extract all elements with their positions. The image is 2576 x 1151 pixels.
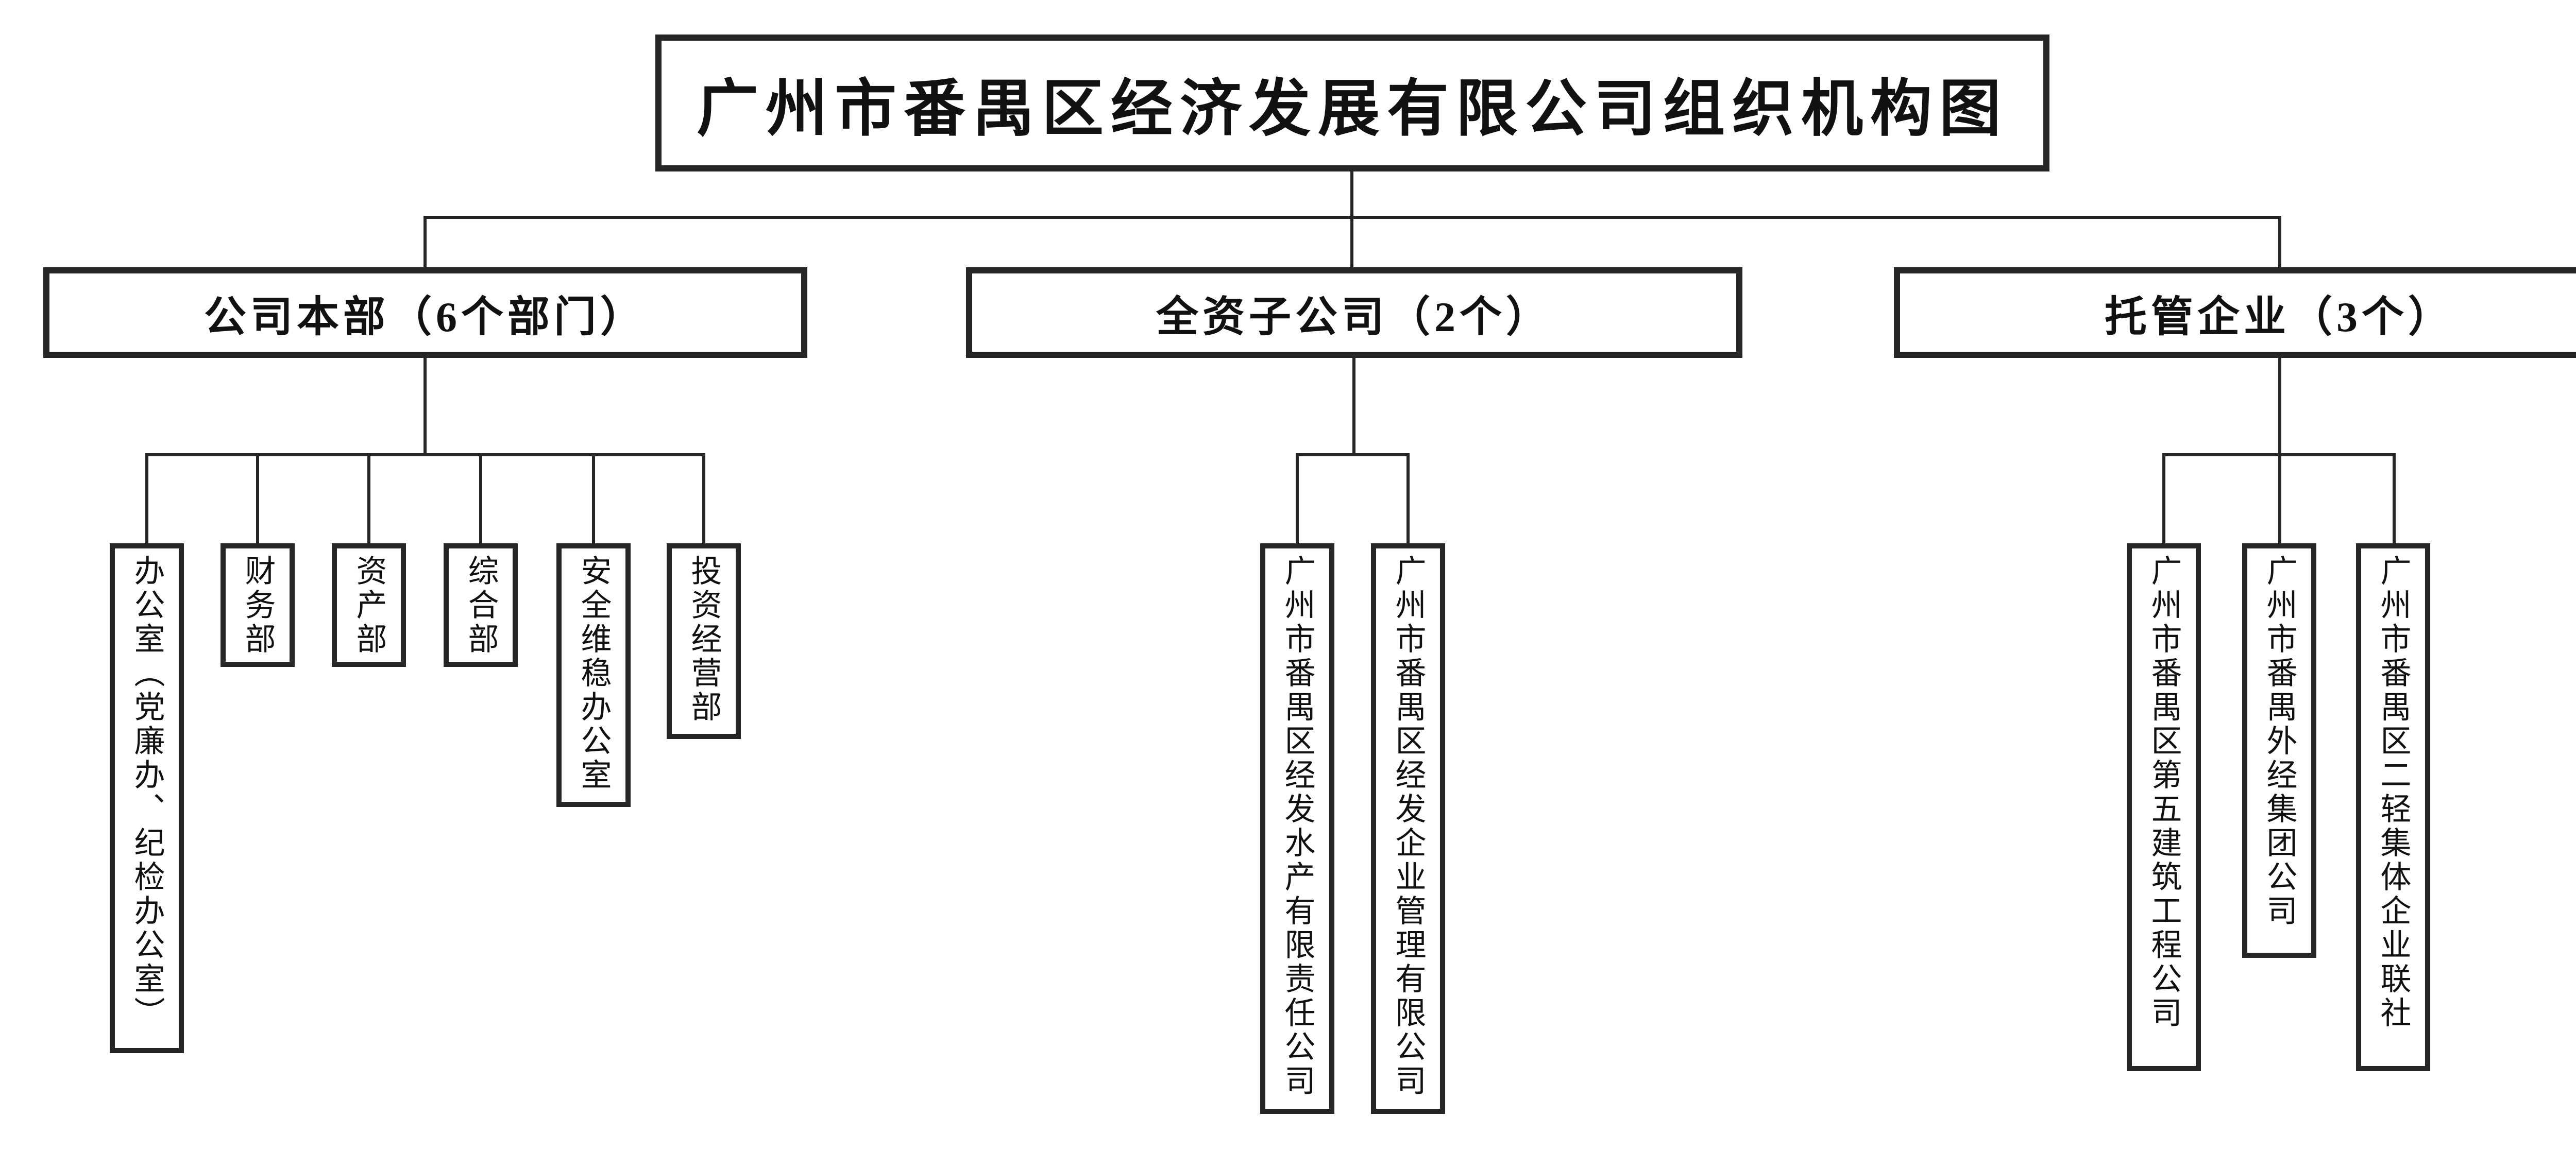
connector-trust-rail: [2162, 453, 2396, 456]
connector-drop-construction: [2162, 453, 2165, 543]
connector-hq-rail: [145, 453, 705, 456]
leaf-investment-dept: 投资经营部: [667, 543, 741, 739]
connector-trust-vertical: [2278, 358, 2281, 543]
branch-label-headquarters: 公司本部（6个部门）: [204, 293, 647, 340]
leaf-security-office-label: 安全维稳办公室: [577, 555, 611, 793]
connector-hq-vertical: [423, 358, 427, 456]
connector-drop-security: [592, 453, 595, 543]
connector-sub-rail: [1296, 453, 1410, 456]
leaf-finance-dept-label: 财务部: [241, 555, 275, 657]
connector-sub-vertical: [1352, 358, 1355, 456]
connector-drop-management: [1406, 453, 1410, 543]
chart-title: 广州市番禺区经济发展有限公司组织机构图: [697, 75, 2008, 143]
leaf-light-industry-union-label: 广州市番禺区二轻集体企业联社: [2376, 555, 2410, 1030]
branch-label-managed-enterprises: 托管企业（3个）: [2104, 293, 2454, 340]
leaf-aquatic-company-label: 广州市番禺区经发水产有限责任公司: [1280, 555, 1314, 1098]
branch-label-subsidiaries: 全资子公司（2个）: [1156, 293, 1552, 340]
leaf-assets-dept: 资产部: [332, 543, 406, 667]
leaf-light-industry-union: 广州市番禺区二轻集体企业联社: [2356, 543, 2430, 1071]
connector-drop-branch-trust: [2278, 216, 2281, 269]
connector-drop-investment: [702, 453, 705, 543]
connector-drop-assets: [367, 453, 370, 543]
leaf-foreign-trade-group-label: 广州市番禺外经集团公司: [2262, 555, 2296, 929]
connector-root-vertical: [1350, 170, 1353, 269]
leaf-aquatic-company: 广州市番禺区经发水产有限责任公司: [1260, 543, 1334, 1114]
leaf-security-office: 安全维稳办公室: [556, 543, 631, 807]
connector-drop-aquatic: [1296, 453, 1299, 543]
leaf-construction-company-label: 广州市番禺区第五建筑工程公司: [2147, 555, 2181, 1030]
leaf-foreign-trade-group: 广州市番禺外经集团公司: [2242, 543, 2316, 958]
leaf-management-company: 广州市番禺区经发企业管理有限公司: [1371, 543, 1445, 1114]
chart-title-box: 广州市番禺区经济发展有限公司组织机构图: [655, 35, 2049, 171]
branch-box-subsidiaries: 全资子公司（2个）: [966, 267, 1742, 358]
leaf-assets-dept-label: 资产部: [352, 555, 386, 657]
leaf-investment-dept-label: 投资经营部: [687, 555, 721, 725]
branch-box-managed-enterprises: 托管企业（3个）: [1894, 267, 2576, 358]
leaf-general-dept: 综合部: [444, 543, 518, 667]
branch-box-headquarters: 公司本部（6个部门）: [43, 267, 807, 358]
leaf-office-label: 办公室（党廉办、纪检办公室）: [130, 555, 164, 1030]
leaf-general-dept-label: 综合部: [464, 555, 498, 657]
connector-level1-rail: [423, 216, 2281, 219]
connector-drop-finance: [256, 453, 259, 543]
connector-drop-general: [479, 453, 482, 543]
leaf-finance-dept: 财务部: [221, 543, 295, 667]
leaf-management-company-label: 广州市番禺区经发企业管理有限公司: [1391, 555, 1425, 1098]
connector-drop-office: [145, 453, 148, 543]
connector-drop-foreign-trade: [2393, 453, 2396, 543]
leaf-construction-company: 广州市番禺区第五建筑工程公司: [2127, 543, 2201, 1071]
leaf-office: 办公室（党廉办、纪检办公室）: [110, 543, 184, 1053]
connector-drop-branch-hq: [423, 216, 427, 269]
